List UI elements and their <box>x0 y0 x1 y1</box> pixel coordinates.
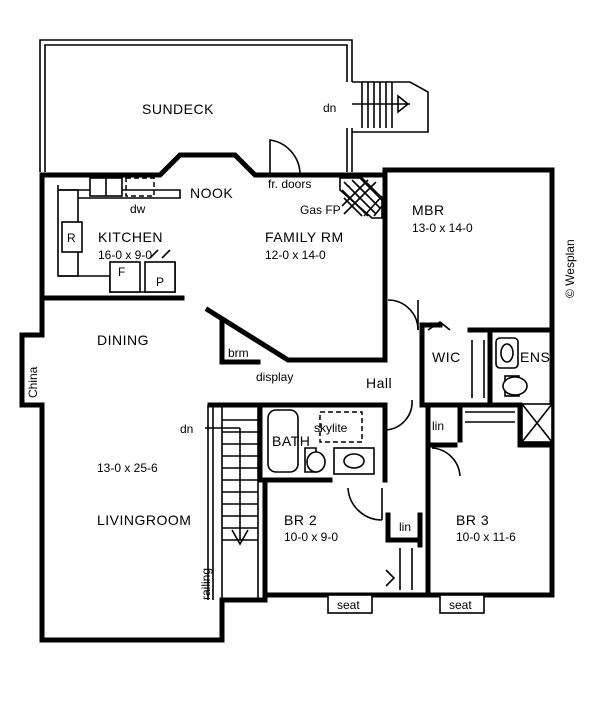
br2-size-label: 10-0 x 9-0 <box>284 530 338 544</box>
gas-fireplace-label: Gas FP <box>300 203 341 217</box>
br3-door <box>431 447 461 477</box>
kitchen-fixtures <box>57 177 181 293</box>
bath-label: BATH <box>272 433 310 449</box>
living-room-label: LIVINGROOM <box>97 512 191 528</box>
china-label: China <box>26 366 40 398</box>
nook-label: NOOK <box>190 185 233 201</box>
kitchen-label: KITCHEN <box>98 229 163 245</box>
hall-label: Hall <box>366 375 392 391</box>
sundeck-label: SUNDECK <box>142 101 214 117</box>
dishwasher-label: dw <box>130 202 146 216</box>
br3-size-label: 10-0 x 11-6 <box>456 530 516 544</box>
deck-stairs-dn-label: dn <box>323 101 336 115</box>
br2-door <box>347 487 383 521</box>
interior-stairs <box>205 405 259 600</box>
br2-label: BR 2 <box>284 512 317 528</box>
mbr-size-label: 13-0 x 14-0 <box>412 221 473 235</box>
seat-label-br3: seat <box>449 598 472 612</box>
freezer-label: F <box>118 265 125 279</box>
fridge-label: R <box>67 231 76 245</box>
linen-closet-label-lower: lin <box>399 520 411 534</box>
br3-label: BR 3 <box>456 512 489 528</box>
ens-label: ENS <box>520 349 550 365</box>
sundeck-area <box>39 39 353 172</box>
wic-label: WIC <box>432 349 461 365</box>
skylite-label: skylite <box>314 421 348 435</box>
railing-label: railing <box>199 568 213 600</box>
window-seats <box>327 594 485 614</box>
pantry-label: P <box>156 275 164 289</box>
mbr-label: MBR <box>412 202 445 218</box>
french-doors-label: fr. doors <box>268 177 311 191</box>
copyright-label: © Wesplan <box>563 239 577 298</box>
seat-label-br2: seat <box>337 598 360 612</box>
dining-label: DINING <box>97 332 149 348</box>
ensuite-fixtures <box>495 329 530 397</box>
mbr-entry-door <box>387 299 419 331</box>
closet-doors <box>385 411 515 590</box>
kitchen-size-label: 16-0 x 9-0 <box>98 248 152 262</box>
wic-fixtures <box>427 321 485 398</box>
living-size-label: 13-0 x 25-6 <box>97 461 158 475</box>
brm-label: brm <box>228 346 249 360</box>
interior-walls <box>39 172 555 598</box>
linen-closet-label-upper: lin <box>432 419 444 433</box>
bath-door <box>384 399 413 431</box>
family-room-label: FAMILY RM <box>265 229 344 245</box>
deck-stairs <box>352 81 429 133</box>
windows <box>40 309 191 642</box>
display-label: display <box>256 370 293 384</box>
stairs-dn-label: dn <box>180 422 193 436</box>
shower-box <box>521 403 553 443</box>
french-door <box>269 139 301 176</box>
bath-fixtures <box>267 409 375 475</box>
family-room-size-label: 12-0 x 14-0 <box>265 248 326 262</box>
fireplace <box>339 177 383 219</box>
